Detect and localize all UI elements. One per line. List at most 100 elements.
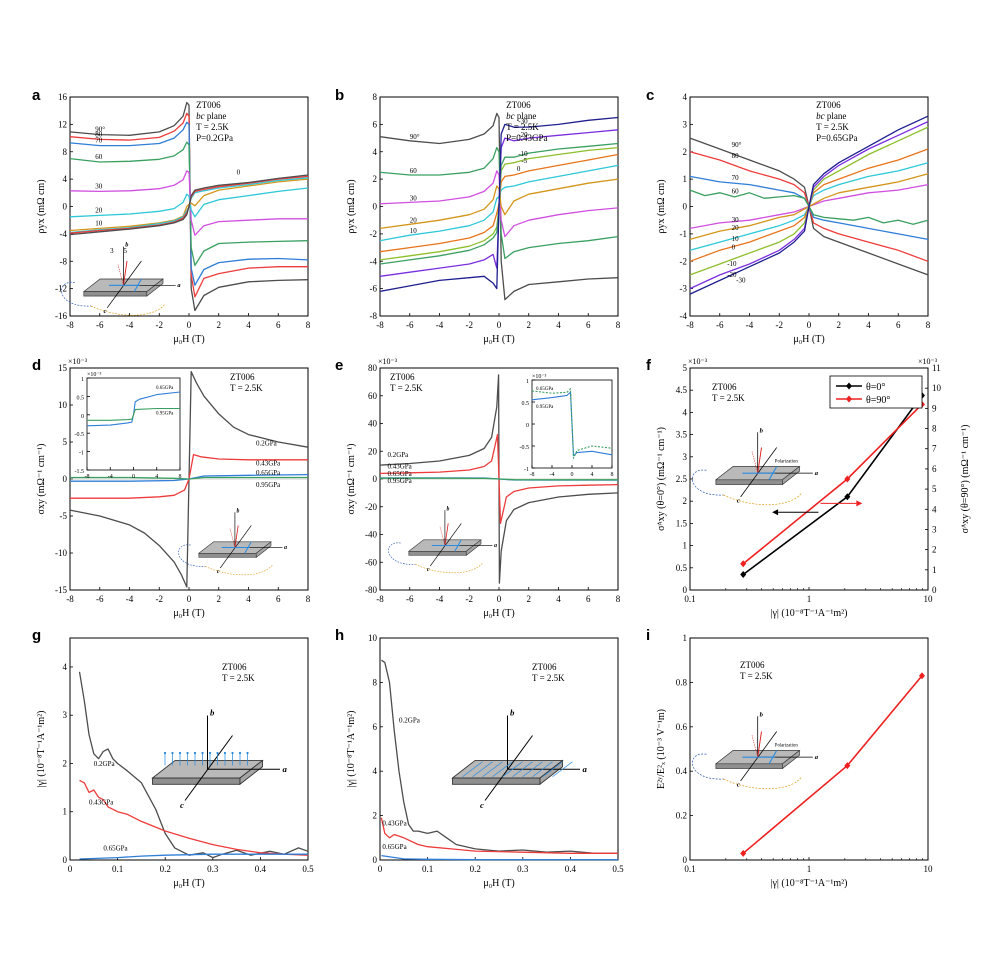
c-x-axis-title: μ₀H (T) bbox=[793, 334, 824, 345]
c-ytick-label: -4 bbox=[680, 311, 688, 321]
d-b-axis-label: b bbox=[237, 508, 240, 514]
h-stripe bbox=[472, 761, 493, 778]
d-xtick-label: -8 bbox=[66, 594, 74, 604]
b-x-axis-title: μ₀H (T) bbox=[483, 334, 514, 345]
g-xtick-label: 0.3 bbox=[207, 864, 219, 874]
f-ytick-label: 1 bbox=[683, 541, 688, 551]
d-slab-front bbox=[198, 552, 257, 558]
e-inset-ytick-label: 0 bbox=[526, 423, 529, 429]
a-series-70 bbox=[69, 121, 309, 286]
d-y-multiplier: ×10⁻³ bbox=[68, 357, 88, 366]
g-b-axis-label: b bbox=[210, 708, 215, 718]
b-series-label: -30 bbox=[518, 117, 528, 125]
d-temperature: T = 2.5K bbox=[230, 383, 263, 393]
e-x-axis-title: μ₀H (T) bbox=[483, 608, 514, 619]
d-inset-ytick-label: 0 bbox=[81, 414, 84, 420]
f-c-axis-label: c bbox=[737, 498, 740, 505]
d-c-axis bbox=[219, 525, 252, 569]
c-xtick-label: 4 bbox=[866, 320, 871, 330]
panel-letter-c: c bbox=[646, 87, 654, 104]
h-stripe bbox=[542, 761, 563, 778]
a-series-90 bbox=[69, 101, 309, 312]
a-xtick-label: -2 bbox=[156, 320, 164, 330]
e-field-arrow-dashed bbox=[439, 526, 446, 546]
b-series-label: 30 bbox=[410, 194, 418, 202]
i-field-arrow bbox=[757, 731, 762, 758]
f-marker-right bbox=[740, 560, 747, 568]
d-sample-schematic: bac bbox=[178, 508, 287, 576]
c-ytick-label: 4 bbox=[683, 92, 688, 102]
c-xtick-label: 2 bbox=[837, 320, 842, 330]
d-xtick-label: 6 bbox=[276, 594, 281, 604]
b-ytick-label: -4 bbox=[370, 256, 378, 266]
g-xtick-label: 0.5 bbox=[302, 864, 314, 874]
c-series-label: -20 bbox=[727, 271, 737, 279]
b-xtick-label: -2 bbox=[466, 320, 474, 330]
h-series-0.2GPa bbox=[381, 659, 618, 854]
f-y-axis-title: σᴬxy (θ=0°) (mΩ⁻¹ cm⁻¹) bbox=[656, 427, 667, 531]
c-series-label: 90° bbox=[732, 141, 742, 149]
e-ytick-label: 40 bbox=[368, 419, 378, 429]
e-xtick-label: 6 bbox=[586, 594, 591, 604]
c-xtick-label: 0 bbox=[807, 320, 812, 330]
g-x-axis-title: μ₀H (T) bbox=[173, 878, 204, 889]
panel-letter-g: g bbox=[32, 627, 41, 644]
f-y2-axis-title: σᴬxy (θ=90°) (mΩ⁻¹ cm⁻¹) bbox=[960, 425, 971, 534]
g-xtick-label: 0.4 bbox=[255, 864, 267, 874]
d-inset-multiplier: ×10⁻³ bbox=[87, 372, 102, 378]
i-sample-name: ZT006 bbox=[740, 660, 765, 670]
g-series-0.65GPa bbox=[79, 853, 308, 860]
b-series-label: 0 bbox=[517, 165, 521, 173]
a-a-axis-label: a bbox=[177, 282, 180, 289]
a-bottom-loop bbox=[90, 303, 166, 316]
b-temperature: T = 2.5K bbox=[506, 122, 539, 132]
g-ytick-label: 1 bbox=[63, 807, 68, 817]
b-sample-name: ZT006 bbox=[506, 100, 531, 110]
i-c-axis-label: c bbox=[737, 782, 740, 789]
h-y-axis-title: |γ| (10⁻⁸T⁻¹A⁻¹m²) bbox=[346, 710, 357, 787]
d-ytick-label: 10 bbox=[58, 400, 68, 410]
i-b-axis-label: b bbox=[760, 711, 764, 718]
a-c-axis bbox=[106, 260, 142, 309]
i-marker bbox=[740, 849, 747, 857]
i-c-axis bbox=[740, 731, 778, 782]
i-ytick-label: 0.8 bbox=[676, 677, 688, 687]
f-ytick-label: 5 bbox=[683, 363, 688, 373]
f-ytick-label: 3.5 bbox=[676, 430, 688, 440]
a-sample-name: ZT006 bbox=[196, 100, 221, 110]
i-y-axis-title: E²ʸ/E²ₓ (10⁻³ V⁻¹m) bbox=[656, 709, 667, 789]
e-series-label: 0.65GPa bbox=[387, 470, 412, 478]
f-ytick-right-label: 6 bbox=[932, 464, 937, 474]
f-xtick-label: 1 bbox=[807, 594, 812, 604]
a-slab-front bbox=[83, 291, 148, 297]
e-xtick-label: -8 bbox=[376, 594, 384, 604]
a-xtick-label: -4 bbox=[126, 320, 134, 330]
h-series-0.65GPa bbox=[381, 854, 618, 861]
d-field-arrow-dashed bbox=[229, 528, 236, 548]
c-pressure: P=0.65GPa bbox=[816, 133, 857, 143]
f-legend-label: θ=0° bbox=[866, 382, 885, 393]
g-moment-head bbox=[246, 751, 249, 755]
f-ytick-label: 0.5 bbox=[676, 563, 688, 573]
c-series-label: -10 bbox=[727, 260, 737, 268]
d-c-axis-label: c bbox=[217, 569, 220, 575]
b-xtick-label: -4 bbox=[436, 320, 444, 330]
b-xtick-label: 2 bbox=[527, 320, 532, 330]
b-series-label: 10 bbox=[410, 227, 418, 235]
g-sample-schematic: bac bbox=[151, 708, 288, 810]
a-ytick-label: -8 bbox=[60, 256, 68, 266]
d-left-loop bbox=[178, 544, 206, 567]
b-ytick-label: 8 bbox=[373, 92, 378, 102]
a-xtick-label: 0 bbox=[187, 320, 192, 330]
a-ytick-label: 0 bbox=[63, 202, 68, 212]
g-c-axis bbox=[184, 735, 233, 801]
h-ytick-label: 2 bbox=[373, 811, 378, 821]
e-ytick-label: 20 bbox=[368, 446, 378, 456]
f-ytick-right-label: 8 bbox=[932, 424, 937, 434]
f-slab-side bbox=[782, 465, 800, 486]
i-ytick-label: 0 bbox=[683, 855, 688, 865]
c-xtick-label: -4 bbox=[746, 320, 754, 330]
